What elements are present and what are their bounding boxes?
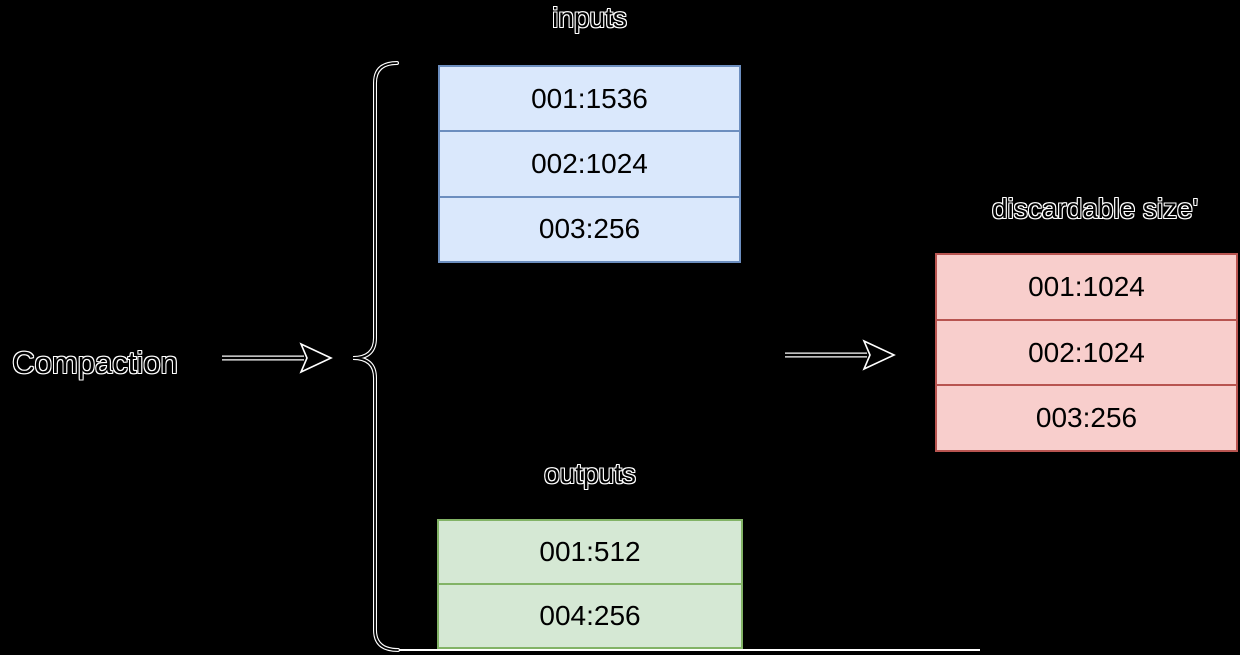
- outputs-label: outputs: [544, 458, 636, 489]
- table-row: 002:1024: [937, 318, 1236, 385]
- arrow-right-icon: [222, 342, 333, 374]
- table-row: 001:1024: [1028, 270, 1145, 302]
- outputs-table: 001:512 004:256: [437, 519, 743, 649]
- arrow-right-icon: [785, 339, 896, 371]
- discardable-size-label: discardable size': [991, 193, 1199, 224]
- diagram-bottom-edge: [390, 649, 980, 651]
- compaction-label: Compaction: [12, 345, 178, 380]
- inputs-label: inputs: [552, 2, 627, 33]
- inputs-table: 001:1536 002:1024 003:256: [438, 65, 741, 263]
- table-row: 002:1024: [440, 130, 739, 195]
- table-row: 001:512: [539, 536, 641, 567]
- curly-brace-icon: [352, 61, 400, 652]
- table-row: 004:256: [439, 583, 741, 647]
- table-row: 003:256: [937, 384, 1236, 450]
- discardable-size-table: 001:1024 002:1024 003:256: [935, 253, 1238, 452]
- table-row: 001:1536: [531, 82, 648, 114]
- table-row: 003:256: [440, 195, 739, 261]
